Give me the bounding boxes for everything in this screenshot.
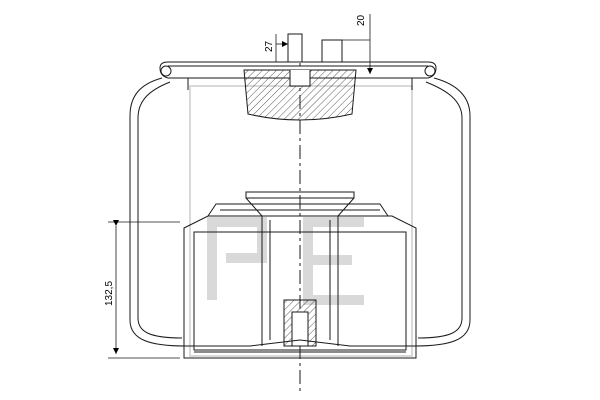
piston-body <box>183 215 417 359</box>
top-stud-left <box>287 33 303 63</box>
bottom-plate-profile <box>194 339 406 347</box>
watermark-letter-e <box>303 217 364 305</box>
top-bead-right-roll <box>424 65 436 77</box>
bellows-left-inner-wall <box>137 81 183 339</box>
top-stud-right <box>321 39 343 63</box>
bellows-left-wall <box>129 77 196 347</box>
bellows-right-wall <box>404 77 471 347</box>
piston-rim <box>207 203 389 217</box>
piston-body-inner <box>193 231 407 351</box>
bottom-boss-hole <box>291 311 309 347</box>
top-bead-left-roll <box>160 65 172 77</box>
watermark-letter-p <box>207 217 267 300</box>
dimension-label-top-offset: 20 <box>356 14 367 26</box>
dimension-label-piston-height: 132,5 <box>104 281 115 306</box>
top-bead-plate <box>159 61 437 79</box>
top-insert-hatched <box>243 69 357 121</box>
bellows-right-inner-wall <box>417 81 463 339</box>
bellows-assembly <box>108 14 471 392</box>
dimension-label-stud: 27 <box>264 40 275 52</box>
top-insert-slot <box>289 70 311 87</box>
